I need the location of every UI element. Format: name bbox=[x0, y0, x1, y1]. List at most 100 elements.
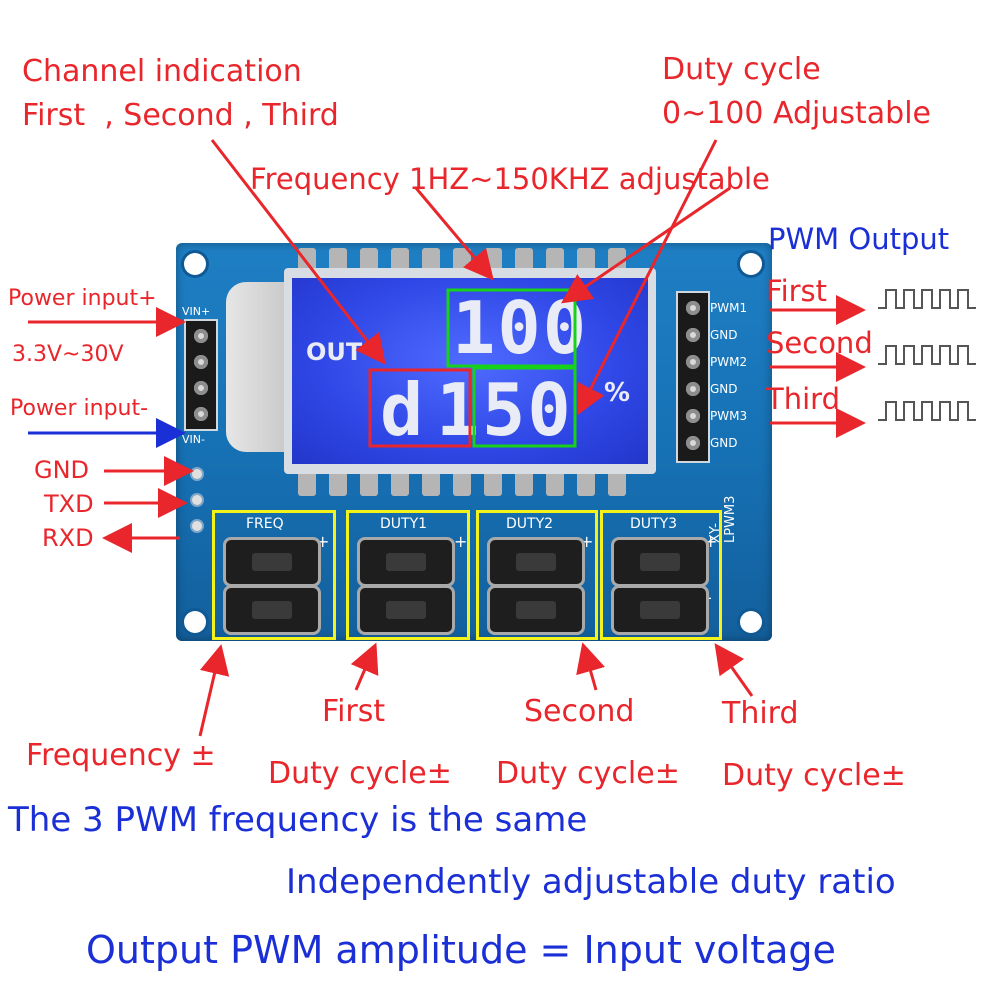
pad-txd bbox=[192, 495, 202, 505]
vin-minus-label: VIN- bbox=[182, 433, 205, 446]
label-duty-cycle-pm-3: Duty cycle± bbox=[722, 758, 906, 793]
lcd-out-label: OUT bbox=[306, 338, 363, 366]
arrow-channel bbox=[210, 139, 386, 365]
label-channel-indication: Channel indication bbox=[22, 54, 302, 89]
duty3-plus-label: + bbox=[704, 532, 718, 551]
arrow-freq-button bbox=[198, 644, 230, 737]
label-output-first: First bbox=[766, 274, 828, 308]
label-power-input-minus: Power input- bbox=[10, 396, 149, 421]
pwm-pin-header bbox=[676, 291, 710, 463]
duty3-plus-button[interactable] bbox=[614, 540, 706, 584]
arrow-duty bbox=[577, 139, 718, 416]
lcd-clip-top bbox=[577, 248, 595, 274]
pad-rxd bbox=[192, 521, 202, 531]
lcd-clip-bottom bbox=[422, 470, 440, 496]
pin-pwm2 bbox=[686, 355, 700, 369]
pin-vin-plus bbox=[194, 329, 208, 343]
frequency-highlight-box bbox=[446, 288, 577, 368]
label-duty-cycle-pm-1: Duty cycle± bbox=[268, 756, 452, 791]
lcd-clip-bottom bbox=[484, 470, 502, 496]
label-bottom-first: First bbox=[322, 694, 386, 729]
pin-label-gnd-1: GND bbox=[710, 328, 738, 342]
statement-amplitude: Output PWM amplitude = Input voltage bbox=[86, 928, 836, 972]
label-pwm-output: PWM Output bbox=[768, 222, 950, 256]
lcd-clip-bottom bbox=[577, 470, 595, 496]
lcd-clip-top bbox=[515, 248, 533, 274]
duty2-button-group bbox=[476, 510, 598, 640]
mount-hole-top-left bbox=[184, 253, 206, 275]
label-voltage-range: 3.3V~30V bbox=[12, 342, 124, 367]
lcd-clip-top bbox=[391, 248, 409, 274]
lcd-clip-top bbox=[422, 248, 440, 274]
duty3-minus-label: - bbox=[706, 588, 712, 607]
label-duty-range: 0~100 Adjustable bbox=[662, 96, 932, 131]
pin-label-pwm1: PWM1 bbox=[710, 301, 748, 315]
lcd-clip-bottom bbox=[515, 470, 533, 496]
label-bottom-third: Third bbox=[722, 696, 799, 731]
mount-hole-bottom-right bbox=[740, 611, 762, 633]
mount-hole-top-right bbox=[740, 253, 762, 275]
duty-highlight-box bbox=[472, 366, 577, 448]
lcd-clip-top bbox=[546, 248, 564, 274]
lcd-clip-bottom bbox=[329, 470, 347, 496]
lcd-clip-bottom bbox=[298, 470, 316, 496]
pin-label-gnd-3: GND bbox=[710, 436, 738, 450]
duty1-button-group bbox=[346, 510, 470, 640]
arrow-duty3-button bbox=[714, 643, 754, 697]
duty1-plus-button[interactable] bbox=[360, 540, 452, 584]
pin-pwm1 bbox=[686, 301, 700, 315]
lcd-percent-sign: % bbox=[604, 378, 631, 408]
lcd-clip-bottom bbox=[608, 470, 626, 496]
lcd-clip-bottom bbox=[453, 470, 471, 496]
duty1-button-label: DUTY1 bbox=[380, 516, 428, 532]
statement-same-frequency: The 3 PWM frequency is the same bbox=[8, 800, 588, 840]
duty1-minus-button[interactable] bbox=[360, 588, 452, 632]
pin-3 bbox=[194, 381, 208, 395]
lcd-clip-top bbox=[360, 248, 378, 274]
pin-vin-minus bbox=[194, 407, 208, 421]
label-output-second: Second bbox=[766, 326, 873, 360]
label-txd: TXD bbox=[44, 490, 94, 518]
lcd-duty-value: 50 bbox=[482, 368, 573, 452]
pwm-waveform-second bbox=[878, 345, 976, 365]
duty2-plus-button[interactable] bbox=[490, 540, 582, 584]
lcd-clip-bottom bbox=[546, 470, 564, 496]
freq-plus-button[interactable] bbox=[226, 540, 318, 584]
duty3-button-group bbox=[600, 510, 722, 640]
pin-label-gnd-2: GND bbox=[710, 382, 738, 396]
pin-label-pwm2: PWM2 bbox=[710, 355, 748, 369]
lcd-clip-bottom bbox=[391, 470, 409, 496]
pwm-waveform-first bbox=[878, 289, 976, 309]
label-output-third: Third bbox=[766, 382, 840, 416]
duty2-button-label: DUTY2 bbox=[506, 516, 554, 532]
arrow-duty2-button bbox=[576, 642, 606, 691]
pin-label-pwm3: PWM3 bbox=[710, 409, 748, 423]
lcd-channel-number: 1 bbox=[436, 368, 482, 452]
duty2-plus-label: + bbox=[580, 532, 594, 551]
label-channels-sequence: First , Second , Third bbox=[22, 98, 339, 133]
pwm-waveform-third bbox=[878, 401, 976, 421]
label-frequency-pm: Frequency ± bbox=[26, 738, 216, 773]
pin-gnd-1 bbox=[686, 328, 700, 342]
freq-plus-label: + bbox=[316, 532, 330, 551]
duty2-minus-button[interactable] bbox=[490, 588, 582, 632]
freq-button-label: FREQ bbox=[246, 516, 284, 532]
lcd-channel-letter: d bbox=[380, 368, 426, 452]
label-gnd: GND bbox=[34, 456, 90, 484]
arrow-frequency-2 bbox=[561, 186, 731, 304]
pin-pwm3 bbox=[686, 409, 700, 423]
label-duty-cycle-pm-2: Duty cycle± bbox=[496, 756, 680, 791]
label-power-input-plus: Power input+ bbox=[8, 286, 157, 311]
pad-gnd bbox=[192, 469, 202, 479]
lcd-clip-bottom bbox=[360, 470, 378, 496]
label-rxd: RXD bbox=[42, 524, 94, 552]
duty1-plus-label: + bbox=[454, 532, 468, 551]
pin-gnd-3 bbox=[686, 436, 700, 450]
arrow-frequency-1 bbox=[414, 187, 494, 281]
pin-gnd-2 bbox=[686, 382, 700, 396]
duty3-minus-button[interactable] bbox=[614, 588, 706, 632]
statement-independent-duty: Independently adjustable duty ratio bbox=[286, 862, 896, 902]
arrow-duty1-button bbox=[350, 642, 379, 691]
freq-minus-button[interactable] bbox=[226, 588, 318, 632]
pin-2 bbox=[194, 355, 208, 369]
